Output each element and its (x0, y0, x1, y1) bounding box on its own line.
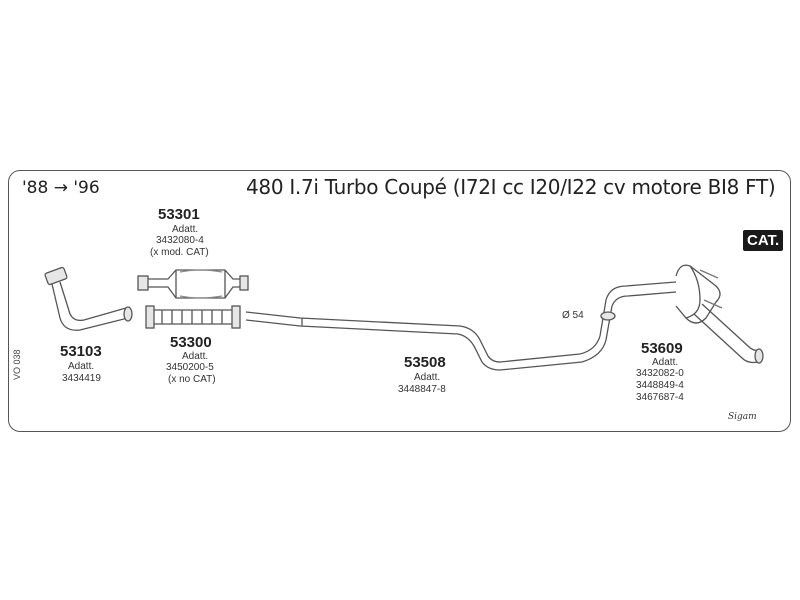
note-53301: (x mod. CAT) (150, 247, 209, 258)
code-53609-a: 3432082-0 (636, 368, 684, 379)
intermediate-pipe-53508 (245, 281, 677, 371)
part-number-53301: 53301 (158, 206, 200, 223)
part-number-53103: 53103 (60, 343, 102, 360)
adatt-label-53103: Adatt. (68, 361, 95, 372)
side-code: VO 038 (12, 349, 22, 380)
code-53609-c: 3467687-4 (636, 392, 684, 403)
brand-logo: Sigam (728, 412, 757, 422)
adatt-label-53301: Adatt. (172, 224, 199, 235)
part-number-53508: 53508 (404, 354, 446, 371)
catalyst-53301 (137, 269, 249, 299)
model-years: '88 → '96 (22, 178, 100, 198)
code-53609-b: 3448849-4 (636, 380, 684, 391)
part-number-53609: 53609 (641, 340, 683, 357)
adatt-label-53609: Adatt. (652, 357, 679, 368)
code-53300: 3450200-5 (166, 362, 214, 373)
cat-badge: CAT. (743, 230, 784, 251)
diagram-frame (8, 170, 791, 432)
code-53508: 3448847-8 (398, 384, 446, 395)
adatt-label-53508: Adatt. (414, 372, 441, 383)
diameter-label: Ø 54 (562, 310, 584, 321)
pipe-53300 (145, 305, 241, 329)
note-53300: (x no CAT) (168, 374, 216, 385)
code-53103: 3434419 (62, 373, 101, 384)
rear-silencer-53609 (675, 264, 764, 364)
adatt-label-53300: Adatt. (182, 351, 209, 362)
part-number-53300: 53300 (170, 334, 212, 351)
front-pipe-53103 (44, 266, 133, 331)
page-title: 480 I.7i Turbo Coupé (I72I cc I20/I22 cv… (246, 175, 776, 199)
code-53301: 3432080-4 (156, 235, 204, 246)
